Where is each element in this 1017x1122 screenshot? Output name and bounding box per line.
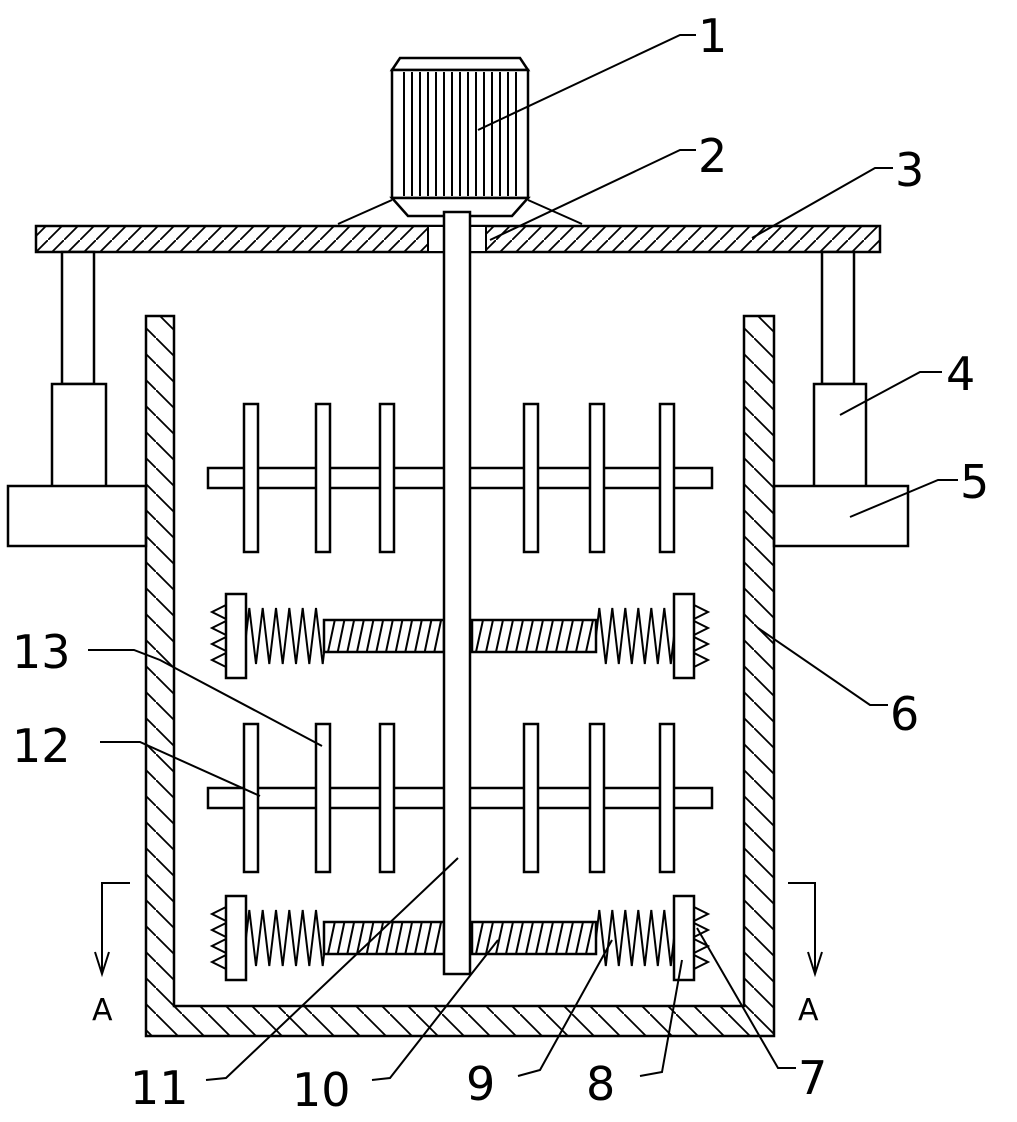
label-12: 12 — [12, 719, 71, 773]
drive-shaft — [442, 210, 472, 976]
mixing-blade — [522, 722, 540, 874]
section-mark-right: A — [788, 882, 823, 1028]
scraper-plate — [224, 592, 248, 680]
svg-text:A: A — [798, 993, 819, 1028]
scraper-plate — [224, 894, 248, 982]
mixing-blade — [378, 722, 396, 874]
label-8: 8 — [586, 1057, 615, 1111]
label-10: 10 — [292, 1063, 351, 1117]
scraper-spikes — [693, 906, 711, 970]
mixing-blade — [658, 402, 676, 554]
left-support — [6, 250, 148, 548]
mixing-blade — [314, 722, 332, 874]
label-1: 1 — [698, 9, 727, 63]
part-labels: 1 2 3 4 5 6 7 8 9 10 11 12 13 — [12, 9, 989, 1117]
spring — [595, 909, 675, 967]
scraper-plate — [672, 592, 696, 680]
label-6: 6 — [890, 687, 919, 741]
mixing-blade — [242, 722, 260, 874]
spring-scraper — [209, 894, 711, 982]
mixing-blade — [588, 402, 606, 554]
mixing-blade — [658, 722, 676, 874]
scraper-plate — [672, 894, 696, 982]
svg-text:A: A — [92, 993, 113, 1028]
spring-scraper — [209, 592, 711, 680]
label-7: 7 — [798, 1051, 827, 1105]
motor — [337, 56, 583, 225]
mixing-blade — [314, 402, 332, 554]
scraper-spikes — [209, 604, 227, 668]
label-9: 9 — [466, 1057, 495, 1111]
scraper-spikes — [693, 604, 711, 668]
mixing-blade — [588, 722, 606, 874]
label-4: 4 — [946, 347, 975, 401]
scraper-spikes — [209, 906, 227, 970]
spring — [595, 607, 675, 665]
mixing-tank — [144, 314, 776, 1038]
spring — [245, 909, 327, 967]
mixing-blade — [522, 402, 540, 554]
leader-lines — [88, 34, 958, 1081]
label-11: 11 — [130, 1061, 189, 1115]
label-3: 3 — [895, 143, 924, 197]
spring — [245, 607, 327, 665]
right-support — [772, 250, 910, 548]
label-5: 5 — [960, 455, 989, 509]
mixing-blade — [242, 402, 260, 554]
mixing-blade — [378, 402, 396, 554]
label-2: 2 — [698, 129, 727, 183]
label-13: 13 — [12, 625, 71, 679]
section-mark-left: A — [92, 882, 130, 1028]
